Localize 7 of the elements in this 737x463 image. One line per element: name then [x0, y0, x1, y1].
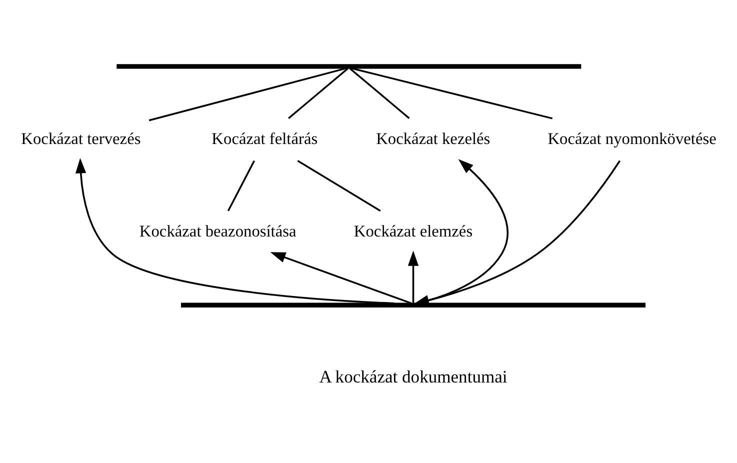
node-text: Kockázat beazonosítása — [139, 220, 296, 240]
node-text: Kockázat tervezés — [21, 128, 141, 148]
node-text: Kocázat nyomonkövetése — [548, 128, 716, 148]
node-text: Kocázat feltárás — [212, 128, 318, 148]
label: A kockázat dokumentumai — [319, 366, 508, 386]
node-text: Kockázat elemzés — [354, 220, 473, 240]
node-text: Kockázat kezelés — [376, 128, 490, 148]
